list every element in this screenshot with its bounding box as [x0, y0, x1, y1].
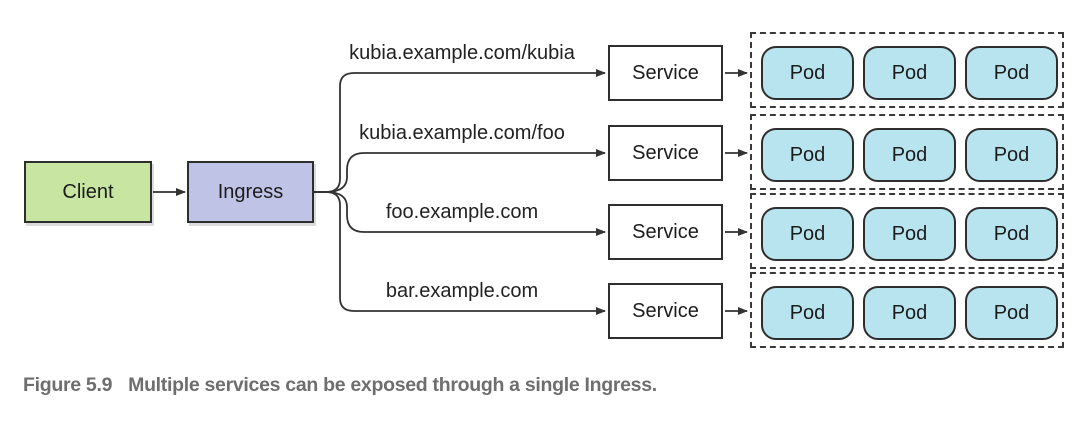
pod: Pod — [761, 128, 854, 182]
service-label: Service — [632, 220, 699, 243]
service-label: Service — [632, 141, 699, 164]
pod: Pod — [863, 207, 956, 261]
route-label-1: kubia.example.com/kubia — [349, 42, 575, 64]
pod: Pod — [863, 128, 956, 182]
arrow-ingress-service-2 — [313, 149, 606, 193]
pod-group-2: Pod Pod Pod — [750, 114, 1064, 190]
service-label: Service — [632, 61, 699, 84]
service-box-3: Service — [608, 204, 723, 260]
route-label-3: foo.example.com — [385, 201, 539, 223]
pod: Pod — [965, 128, 1058, 182]
client-box: Client — [24, 161, 152, 223]
figure-caption-text: Multiple services can be exposed through… — [128, 374, 657, 396]
pod: Pod — [965, 207, 1058, 261]
service-box-2: Service — [608, 125, 723, 181]
pod: Pod — [761, 46, 854, 100]
pod-group-4: Pod Pod Pod — [750, 272, 1064, 348]
pod: Pod — [761, 286, 854, 340]
service-box-4: Service — [608, 283, 723, 339]
ingress-label: Ingress — [217, 180, 284, 203]
pod: Pod — [863, 46, 956, 100]
pod-group-3: Pod Pod Pod — [750, 193, 1064, 269]
client-label: Client — [62, 180, 114, 203]
ingress-box: Ingress — [187, 161, 314, 223]
pod: Pod — [965, 286, 1058, 340]
route-label-4: bar.example.com — [385, 280, 539, 302]
pod-group-1: Pod Pod Pod — [750, 32, 1064, 108]
pod: Pod — [761, 207, 854, 261]
figure-number: Figure 5.9 — [23, 374, 113, 396]
service-label: Service — [632, 299, 699, 322]
service-box-1: Service — [608, 45, 723, 101]
figure-caption: Figure 5.9 Multiple services can be expos… — [23, 374, 657, 397]
route-label-2: kubia.example.com/foo — [359, 122, 565, 144]
pod: Pod — [965, 46, 1058, 100]
pod: Pod — [863, 286, 956, 340]
